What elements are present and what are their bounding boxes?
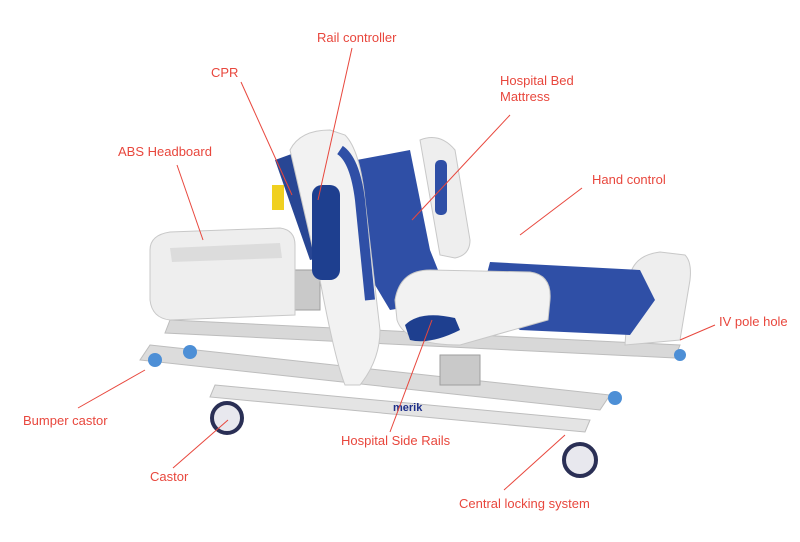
label-mattress-line1: Hospital Bed xyxy=(500,73,574,88)
leader-lines xyxy=(77,47,716,491)
label-castor: Castor xyxy=(150,469,189,484)
label-iv-pole-hole: IV pole hole xyxy=(719,314,788,329)
rear-side-rail xyxy=(419,137,471,259)
label-central-locking-system: Central locking system xyxy=(459,496,590,511)
label-mattress-line2: Mattress xyxy=(500,89,550,104)
head-side-rail xyxy=(289,129,381,386)
label-hand-control: Hand control xyxy=(592,172,666,187)
label-abs-headboard: ABS Headboard xyxy=(118,144,212,159)
label-bumper-castor: Bumper castor xyxy=(23,413,108,428)
foot-side-rail xyxy=(394,269,551,346)
abs-headboard-shape xyxy=(149,227,296,321)
label-hospital-side-rails: Hospital Side Rails xyxy=(341,433,451,448)
label-rail-controller: Rail controller xyxy=(317,30,397,45)
label-cpr: CPR xyxy=(211,65,239,80)
castors xyxy=(148,345,686,478)
cpr-handle xyxy=(272,185,284,210)
